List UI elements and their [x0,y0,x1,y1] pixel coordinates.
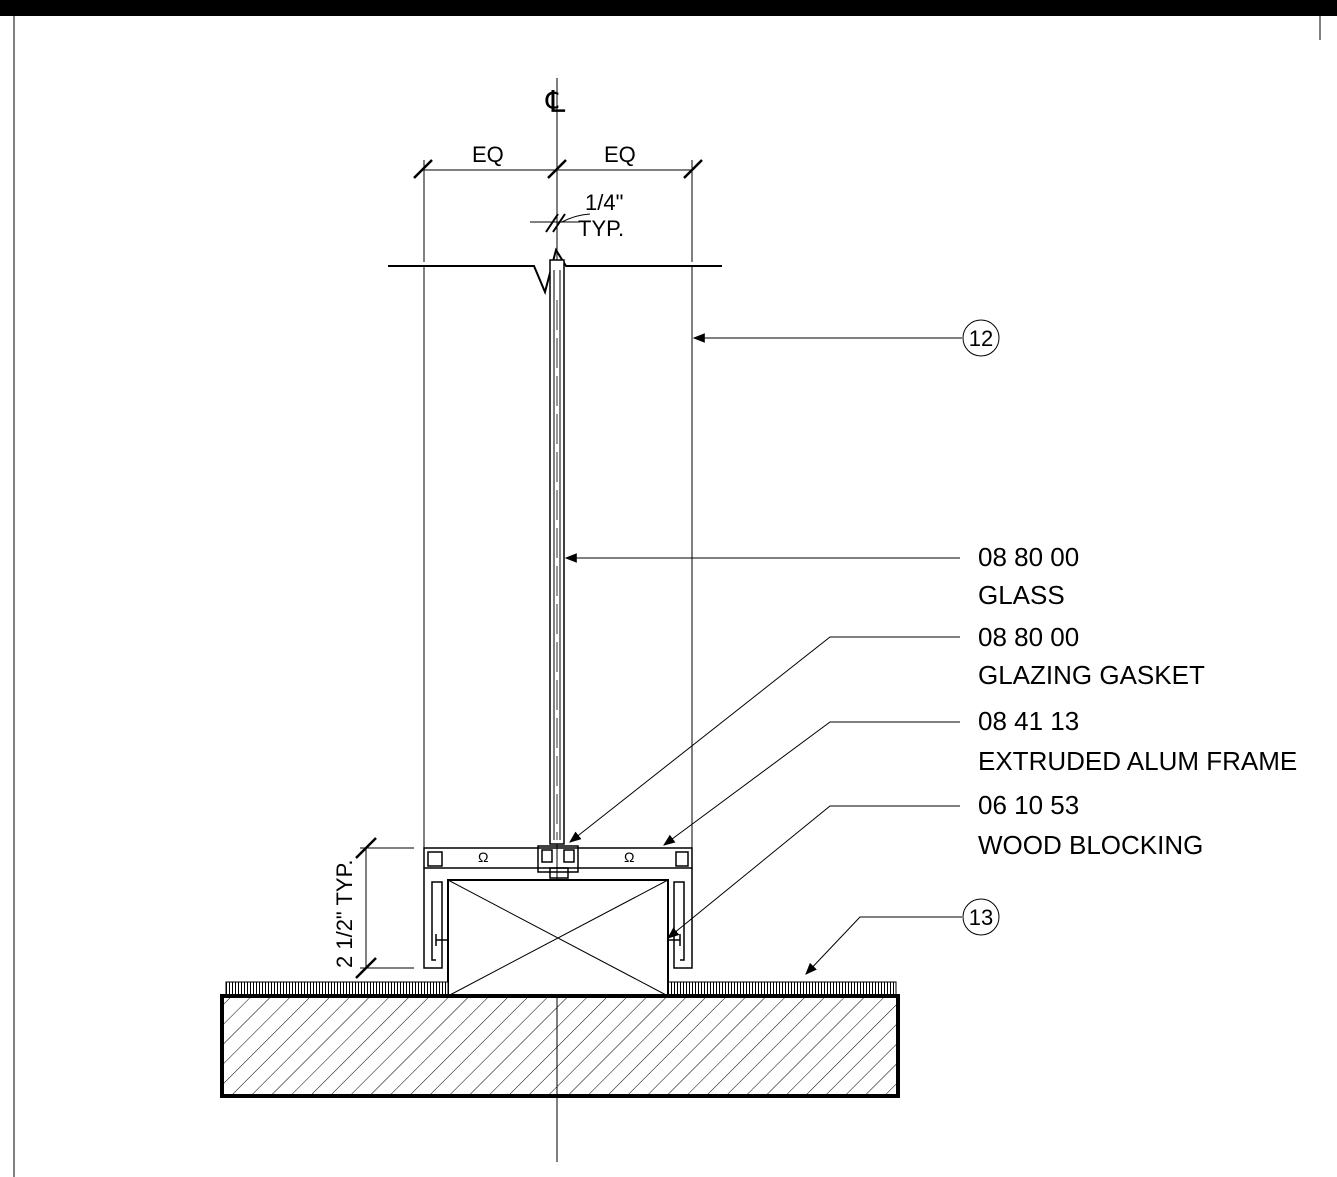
callout-frame-code: 08 41 13 [978,706,1079,736]
base-height-dimension: 2 1/2" TYP. [332,837,414,979]
callout-glass-desc: GLASS [978,580,1065,610]
title-bar [0,0,1337,16]
wood-blocking [447,879,669,997]
gap-dim-line2: TYP. [578,216,624,241]
callout-frame: 08 41 13 EXTRUDED ALUM FRAME [978,706,1297,776]
glass-pane [549,259,565,845]
carpet-tag-number: 13 [969,905,993,930]
callout-leaders [564,553,960,939]
carpet [225,981,897,997]
svg-text:Ω: Ω [624,849,634,865]
svg-text:Ω: Ω [478,849,488,865]
callout-blocking-desc: WOOD BLOCKING [978,830,1203,860]
carpet-tag: 13 [805,898,1000,975]
callout-blocking: 06 10 53 WOOD BLOCKING [978,790,1203,860]
callout-blocking-code: 06 10 53 [978,790,1079,820]
eq-right-label: EQ [604,142,636,167]
eq-dimension: EQ EQ [413,142,703,262]
callout-frame-desc: EXTRUDED ALUM FRAME [978,746,1297,776]
callout-gasket-desc: GLAZING GASKET [978,660,1205,690]
frame-tag: 12 [692,319,1000,357]
glass-thickness-dimension: 1/4" TYP. [530,190,624,241]
centerline-symbol: ℄ [545,86,566,119]
callout-glass-code: 08 80 00 [978,542,1079,572]
eq-left-label: EQ [472,142,504,167]
base-height-label: 2 1/2" TYP. [332,859,357,968]
gap-dim-line1: 1/4" [585,190,623,215]
concrete-slab [220,994,900,1098]
callout-gasket-code: 08 80 00 [978,622,1079,652]
frame-tag-number: 12 [969,326,993,351]
callout-gasket: 08 80 00 GLAZING GASKET [978,622,1205,690]
callout-glass: 08 80 00 GLASS [978,542,1079,610]
